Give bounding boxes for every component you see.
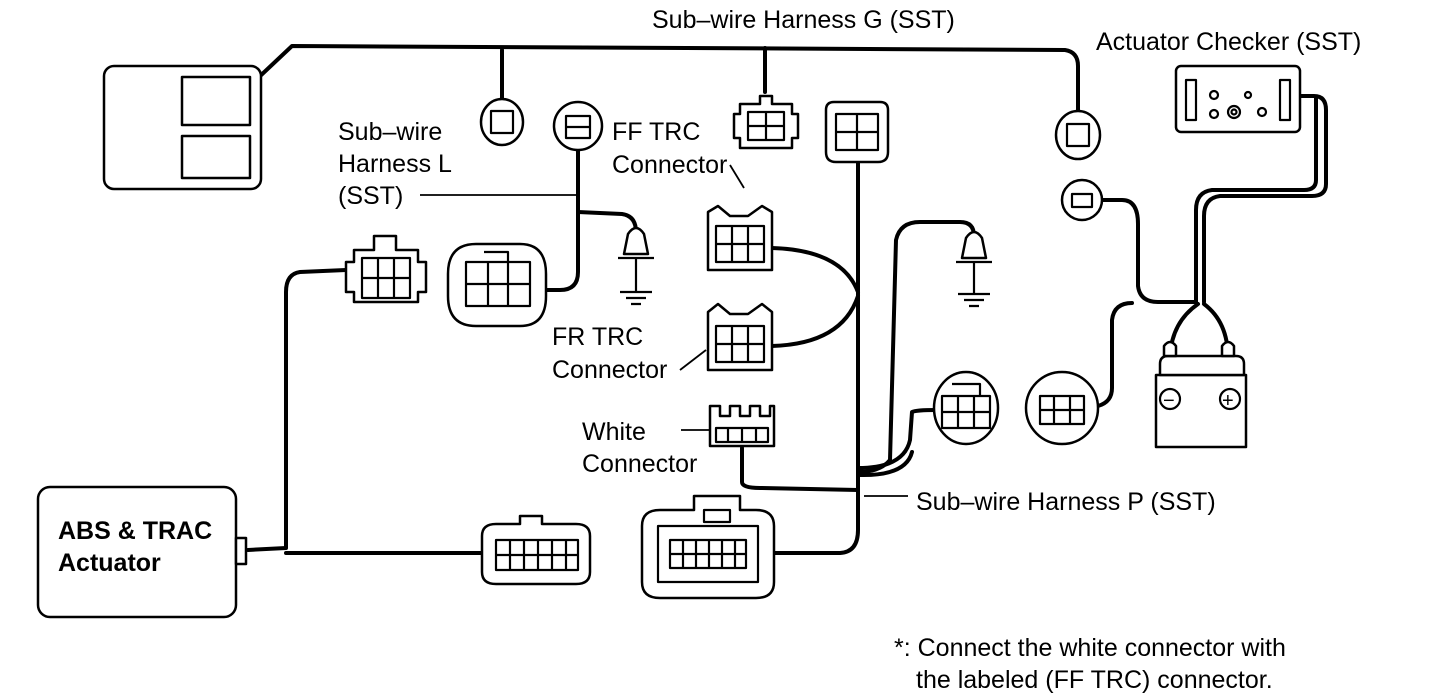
abs-trac-label-line2: Actuator	[58, 549, 161, 577]
connector-icon	[706, 204, 774, 272]
harness-g-label: Sub–wire Harness G (SST)	[652, 6, 955, 34]
harness-l-label-line2: Harness L	[338, 150, 452, 178]
connector-icon	[480, 514, 592, 586]
white-connector-label-line2: Connector	[582, 450, 697, 478]
connector-icon	[706, 302, 774, 372]
connector-icon	[640, 494, 776, 600]
connector-icon	[1060, 178, 1104, 222]
ground-icon	[618, 226, 654, 306]
connector-icon	[479, 97, 525, 147]
leader-lines	[420, 164, 908, 497]
connector-icon	[552, 100, 604, 152]
ground-icon	[956, 230, 992, 308]
note-line2: the labeled (FF TRC) connector.	[916, 666, 1273, 694]
connector-icon	[732, 94, 800, 150]
connector-icon	[1024, 370, 1100, 446]
white-connector-label-line1: White	[582, 418, 646, 446]
battery-plus-label: +	[1222, 390, 1234, 412]
connector-icon	[932, 370, 1000, 446]
connector-icon	[1054, 109, 1102, 161]
fr-trc-label-line1: FR TRC	[552, 323, 643, 351]
abs-trac-label-line1: ABS & TRAC	[58, 517, 212, 545]
battery-minus-label: −	[1163, 390, 1175, 412]
wires	[246, 44, 1328, 555]
connector-icon	[344, 234, 428, 304]
abs-trac-actuator	[36, 485, 248, 619]
note-line1: *: Connect the white connector with	[894, 634, 1286, 662]
actuator-checker-label: Actuator Checker (SST)	[1096, 28, 1361, 56]
connector-icon	[824, 100, 890, 164]
actuator-checker-icon	[1174, 64, 1302, 134]
ff-trc-label-line2: Connector	[612, 151, 727, 179]
connector-icon	[708, 404, 776, 448]
harness-p-label: Sub–wire Harness P (SST)	[916, 488, 1216, 516]
ff-trc-label-line1: FF TRC	[612, 118, 700, 146]
top-left-box	[102, 64, 263, 191]
battery-icon	[1154, 340, 1248, 449]
harness-l-label-line3: (SST)	[338, 182, 403, 210]
fr-trc-label-line2: Connector	[552, 356, 667, 384]
connector-icon	[446, 242, 548, 328]
harness-l-label-line1: Sub–wire	[338, 118, 442, 146]
